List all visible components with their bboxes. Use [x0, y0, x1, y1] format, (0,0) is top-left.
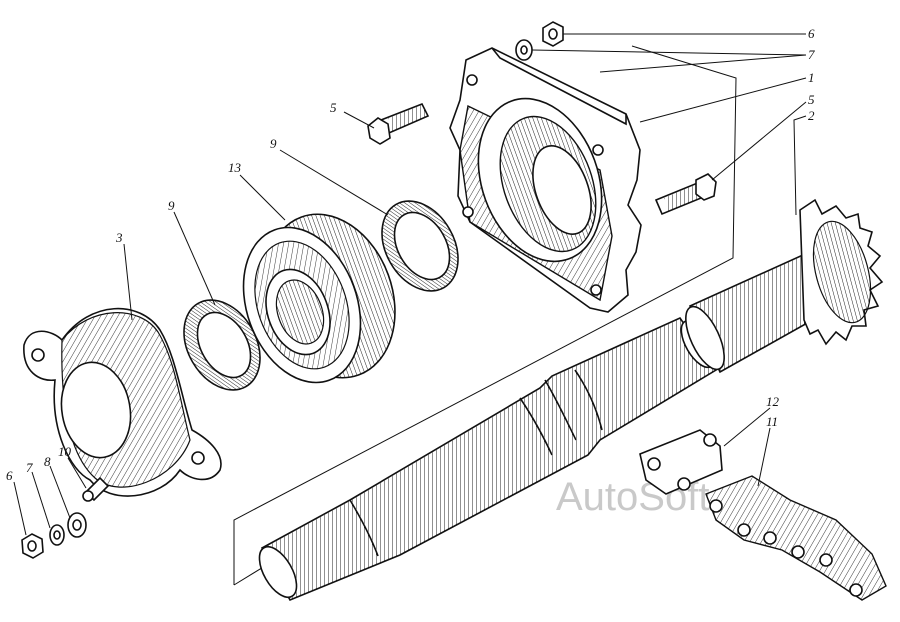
label-part-11: 11 [766, 414, 778, 429]
label-part-9-upper: 9 [270, 136, 277, 151]
label-part-7-bottom: 7 [26, 460, 33, 475]
label-part-12: 12 [766, 394, 780, 409]
bolt-upper [367, 102, 430, 145]
roller-chain [705, 475, 887, 601]
leader-lines [13, 33, 807, 536]
grease-fitting [82, 476, 110, 502]
bearing [242, 213, 396, 384]
label-part-8: 8 [44, 454, 51, 469]
label-part-5-right: 5 [808, 92, 815, 107]
seal-ring-lower [183, 299, 261, 391]
label-part-13: 13 [228, 160, 242, 175]
label-part-7-top: 7 [808, 47, 815, 62]
label-part-1: 1 [808, 70, 815, 85]
bolt-right [654, 173, 717, 216]
label-part-9-lower: 9 [168, 198, 175, 213]
seal-ring-upper [381, 200, 459, 292]
housing-flange [449, 47, 642, 313]
lower-nut-and-washers [21, 512, 87, 559]
label-part-6-top: 6 [808, 26, 815, 41]
label-part-5-left: 5 [330, 100, 337, 115]
end-cover [23, 307, 222, 497]
label-part-6-bottom: 6 [6, 468, 13, 483]
label-part-10: 10 [58, 444, 72, 459]
sprocket-with-sleeve [685, 198, 884, 374]
top-nut-and-washer [515, 21, 564, 61]
chain-connecting-link [639, 429, 723, 495]
label-part-3: 3 [115, 230, 123, 245]
part-labels: 6 7 1 5 2 5 9 13 9 3 6 7 8 10 12 11 [6, 26, 815, 483]
label-part-2: 2 [808, 108, 815, 123]
